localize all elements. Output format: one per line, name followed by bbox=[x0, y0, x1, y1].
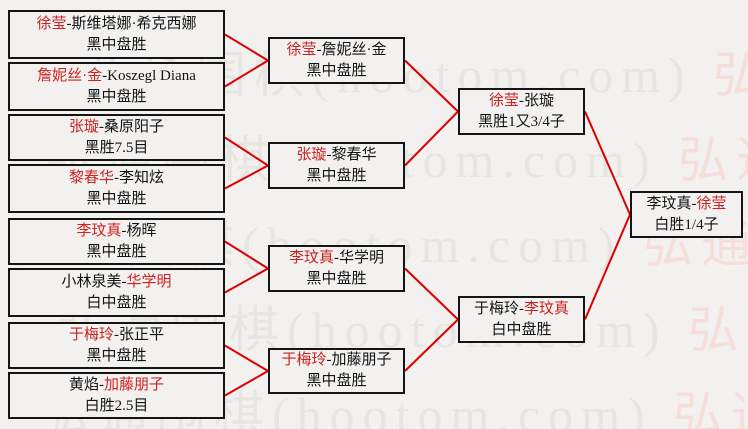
connector-line bbox=[584, 214, 631, 320]
connector-line bbox=[224, 164, 269, 190]
connector-line bbox=[404, 318, 459, 372]
connector-line bbox=[404, 110, 459, 167]
player-name: 加藤朋子 bbox=[103, 376, 164, 393]
match-box-r1-1: 徐莹-斯维塔娜·希克西娜 黑中盘胜 bbox=[8, 10, 225, 59]
match-players: 于梅玲-加藤朋子 bbox=[281, 350, 391, 371]
match-players: 于梅玲-张正平 bbox=[69, 325, 164, 346]
player-name: -李知炫 bbox=[114, 169, 164, 186]
match-box-sf-1: 徐莹-张璇 黑胜1又3/4子 bbox=[458, 88, 585, 135]
connector-line bbox=[224, 136, 269, 167]
match-box-r1-2: 詹妮丝·金-Koszegl Diana 黑中盘胜 bbox=[8, 62, 225, 111]
player-name: 李玟真 bbox=[288, 249, 334, 266]
match-result: 黑中盘胜 bbox=[86, 243, 147, 260]
player-name: 小林泉美- bbox=[61, 273, 127, 290]
match-box-r2-2: 张璇-黎春华 黑中盘胜 bbox=[268, 142, 405, 189]
player-name: 黎春华 bbox=[68, 169, 114, 186]
match-result: 黑胜1又3/4子 bbox=[478, 113, 565, 130]
match-box-r1-6: 小林泉美-华学明 白中盘胜 bbox=[8, 268, 225, 317]
match-box-r2-4: 于梅玲-加藤朋子 黑中盘胜 bbox=[268, 348, 405, 394]
player-name: 于梅玲 bbox=[281, 352, 327, 368]
player-name: 徐莹 bbox=[286, 41, 317, 58]
connector-line bbox=[404, 59, 459, 113]
connector-line bbox=[404, 267, 459, 321]
match-players: 李玟真-徐莹 bbox=[646, 194, 726, 215]
match-box-r2-1: 徐莹-詹妮丝·金 黑中盘胜 bbox=[268, 37, 405, 84]
player-name: 于梅玲- bbox=[473, 300, 524, 317]
connector-line bbox=[224, 33, 269, 62]
player-name: -Koszegl Diana bbox=[102, 67, 196, 84]
player-name: 徐莹 bbox=[36, 15, 67, 32]
match-players: 李玟真-杨晖 bbox=[76, 221, 156, 242]
match-players: 于梅玲-李玟真 bbox=[474, 299, 569, 320]
player-name: -桑原阳子 bbox=[99, 118, 164, 135]
player-name: 徐莹 bbox=[696, 195, 727, 212]
connector-line bbox=[584, 111, 631, 215]
match-players: 徐莹-詹妮丝·金 bbox=[286, 40, 386, 61]
player-name: 李玟真- bbox=[646, 195, 697, 212]
match-players: 张璇-黎春华 bbox=[296, 145, 376, 166]
connector-line bbox=[224, 240, 269, 270]
player-name: -斯维塔娜·希克西娜 bbox=[66, 15, 197, 32]
player-name: 于梅玲 bbox=[68, 326, 114, 343]
match-result: 黑中盘胜 bbox=[306, 270, 367, 287]
connector-line bbox=[224, 344, 269, 372]
match-box-sf-2: 于梅玲-李玟真 白中盘胜 bbox=[458, 296, 585, 343]
player-name: -詹妮丝·金 bbox=[316, 41, 387, 58]
match-players: 徐莹-斯维塔娜·希克西娜 bbox=[36, 14, 196, 35]
player-name: -张璇 bbox=[519, 92, 554, 109]
match-result: 黑中盘胜 bbox=[306, 373, 367, 389]
match-players: 黎春华-李知炫 bbox=[69, 168, 164, 189]
match-players: 张璇-桑原阳子 bbox=[69, 117, 164, 138]
player-name: 李玟真 bbox=[76, 222, 122, 239]
match-result: 黑中盘胜 bbox=[306, 167, 367, 184]
match-box-r1-3: 张璇-桑原阳子 黑胜7.5目 bbox=[8, 114, 225, 161]
match-box-r1-7: 于梅玲-张正平 黑中盘胜 bbox=[8, 322, 225, 369]
match-result: 黑中盘胜 bbox=[86, 347, 147, 364]
match-result: 黑中盘胜 bbox=[86, 36, 147, 53]
player-name: 张璇 bbox=[296, 146, 327, 163]
player-name: 黄焰- bbox=[68, 376, 104, 393]
player-name: 张璇 bbox=[68, 118, 99, 135]
match-box-r1-5: 李玟真-杨晖 黑中盘胜 bbox=[8, 218, 225, 265]
match-box-r1-4: 黎春华-李知炫 黑中盘胜 bbox=[8, 164, 225, 213]
player-name: 詹妮丝·金 bbox=[37, 67, 103, 84]
player-name: -华学明 bbox=[334, 249, 384, 266]
match-result: 黑胜7.5目 bbox=[84, 139, 149, 156]
match-result: 黑中盘胜 bbox=[86, 88, 147, 105]
match-box-final: 李玟真-徐莹 白胜1/4子 bbox=[630, 191, 743, 238]
match-result: 黑中盘胜 bbox=[86, 190, 147, 207]
connector-line bbox=[224, 370, 269, 397]
player-name: -黎春华 bbox=[326, 146, 377, 163]
match-box-r2-3: 李玟真-华学明 黑中盘胜 bbox=[268, 245, 405, 292]
player-name: 李玟真 bbox=[523, 300, 569, 317]
player-name: 徐莹 bbox=[488, 92, 519, 109]
match-players: 黄焰-加藤朋子 bbox=[69, 375, 164, 396]
match-result: 黑中盘胜 bbox=[306, 62, 367, 79]
connector-line bbox=[224, 59, 269, 88]
player-name: -张正平 bbox=[114, 326, 164, 343]
match-players: 徐莹-张璇 bbox=[489, 91, 554, 112]
player-name: 华学明 bbox=[126, 273, 172, 290]
match-result: 白中盘胜 bbox=[491, 321, 552, 338]
match-box-r1-8: 黄焰-加藤朋子 白胜2.5目 bbox=[8, 372, 225, 419]
match-players: 詹妮丝·金-Koszegl Diana bbox=[37, 66, 196, 87]
match-result: 白胜1/4子 bbox=[654, 216, 719, 233]
match-result: 白中盘胜 bbox=[86, 294, 147, 311]
player-name: -杨晖 bbox=[121, 222, 157, 239]
match-players: 李玟真-华学明 bbox=[289, 248, 384, 269]
player-name: -加藤朋子 bbox=[326, 352, 392, 368]
match-result: 白胜2.5目 bbox=[84, 397, 149, 414]
connector-line bbox=[224, 267, 269, 294]
match-players: 小林泉美-华学明 bbox=[61, 272, 171, 293]
